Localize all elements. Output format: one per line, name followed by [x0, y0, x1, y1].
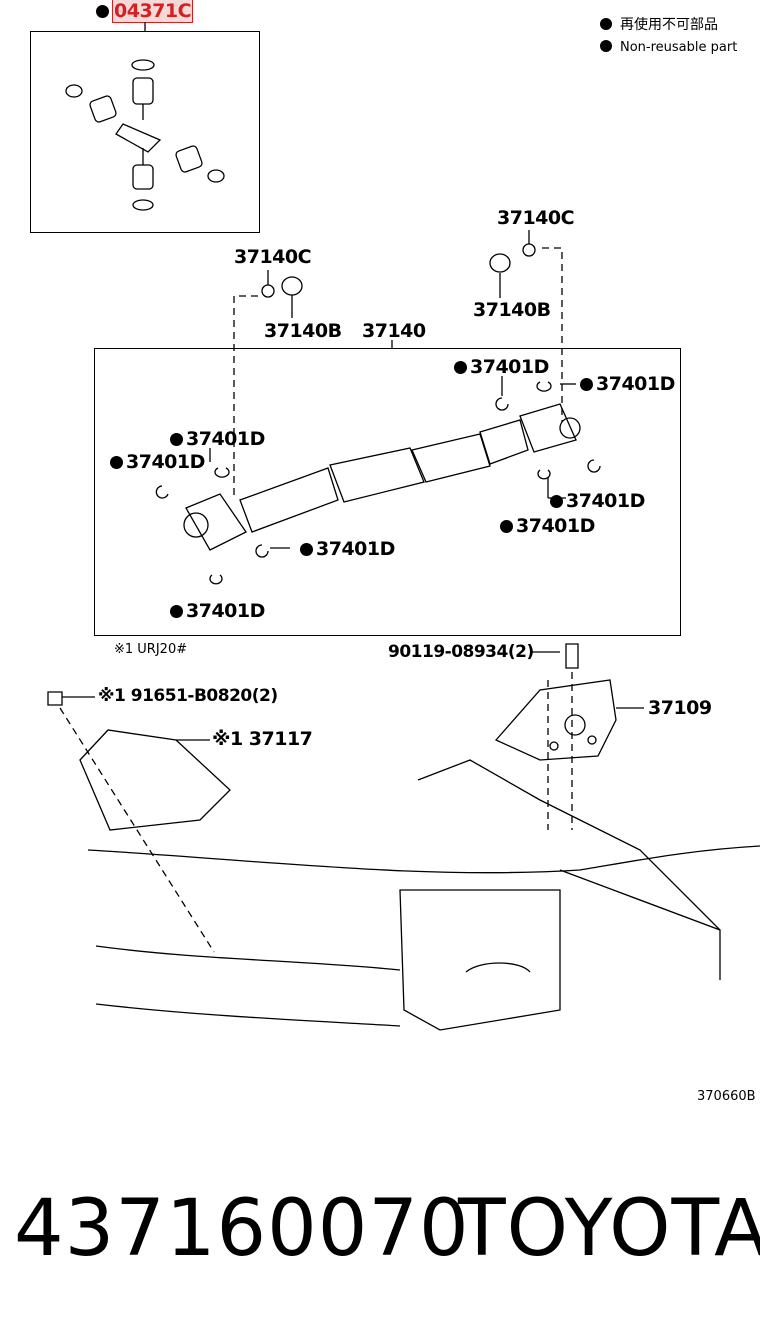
- bracket-37117: [79, 729, 231, 831]
- highlighted-part-number[interactable]: 04371C: [112, 0, 194, 23]
- non-reusable-dot-icon: [300, 543, 313, 556]
- callout-37401d-6[interactable]: 37401D: [500, 517, 595, 536]
- non-reusable-dot-icon: [96, 5, 109, 18]
- non-reusable-dot-icon: [600, 18, 612, 30]
- callout-37117[interactable]: ※1 37117: [212, 728, 313, 750]
- callout-37140b-right[interactable]: 37140B: [473, 299, 551, 321]
- callout-37401d-4[interactable]: 37401D: [110, 453, 205, 472]
- non-reusable-dot-icon: [170, 605, 183, 618]
- non-reusable-dot-icon: [580, 378, 593, 391]
- callout-04371c[interactable]: 04371C: [96, 0, 194, 23]
- callout-37140b-left[interactable]: 37140B: [264, 320, 342, 342]
- frame-rail: [87, 845, 760, 874]
- non-reusable-dot-icon: [170, 433, 183, 446]
- callout-90119-08934[interactable]: 90119-08934(2): [388, 642, 534, 662]
- universal-joint-spider: [65, 59, 225, 211]
- callout-91651-b0820[interactable]: ※1 91651-B0820(2): [98, 686, 278, 706]
- non-reusable-dot-icon: [500, 520, 513, 533]
- non-reusable-dot-icon: [110, 456, 123, 469]
- bracket-37109: [494, 679, 617, 761]
- propeller-shaft-box: [94, 348, 681, 636]
- spider-kit-box: [30, 31, 260, 233]
- callout-37401d-2[interactable]: 37401D: [580, 375, 675, 394]
- callout-37109[interactable]: 37109: [648, 697, 712, 719]
- callout-37401d-1[interactable]: 37401D: [454, 358, 549, 377]
- diagram-code: 370660B: [697, 1089, 756, 1104]
- callout-37401d-8[interactable]: 37401D: [170, 602, 265, 621]
- non-reusable-dot-icon: [454, 361, 467, 374]
- callout-37401d-7[interactable]: 37401D: [300, 540, 395, 559]
- legend-en: Non-reusable part: [600, 40, 737, 54]
- callout-37401d-5[interactable]: 37401D: [550, 492, 645, 511]
- non-reusable-dot-icon: [550, 495, 563, 508]
- callout-37140c-left[interactable]: 37140C: [234, 246, 312, 268]
- callout-37140[interactable]: 37140: [362, 320, 426, 342]
- footer-part-number: 437160070: [14, 1184, 470, 1274]
- callout-37401d-3[interactable]: 37401D: [170, 430, 265, 449]
- legend-jp: 再使用不可部品: [600, 18, 718, 32]
- footer-brand: TOYOTA: [458, 1184, 760, 1274]
- applicability-note: ※1 URJ20#: [114, 642, 188, 657]
- non-reusable-dot-icon: [600, 40, 612, 52]
- callout-37140c-right[interactable]: 37140C: [497, 207, 575, 229]
- propeller-shaft: [183, 403, 581, 551]
- crossmember: [399, 889, 561, 1031]
